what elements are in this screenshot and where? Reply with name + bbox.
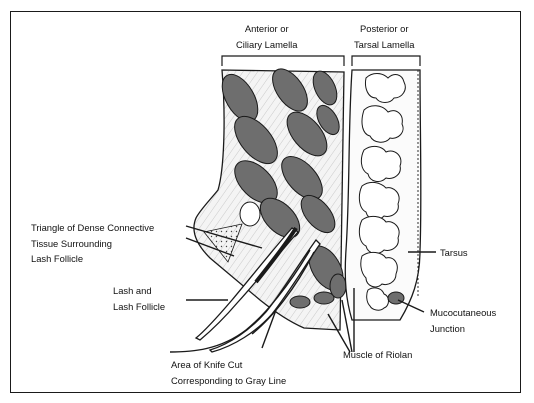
posterior-lamella-bracket (352, 56, 420, 66)
label-tarsus: Tarsus (440, 245, 468, 261)
label-mucocutaneous-junction: Mucocutaneous Junction (430, 305, 496, 336)
label-triangle-connective-tissue: Triangle of Dense Connective Tissue Surr… (31, 220, 154, 267)
label-lash-follicle: Lash and Lash Follicle (113, 283, 165, 314)
label-muscle-of-riolan: Muscle of Riolan (343, 347, 412, 363)
label-posterior-lamella: Posterior or Tarsal Lamella (354, 21, 414, 52)
label-knife-cut: Area of Knife Cut Corresponding to Gray … (171, 357, 286, 388)
anterior-lamella-bracket (222, 56, 344, 66)
label-anterior-lamella: Anterior or Ciliary Lamella (236, 21, 297, 52)
